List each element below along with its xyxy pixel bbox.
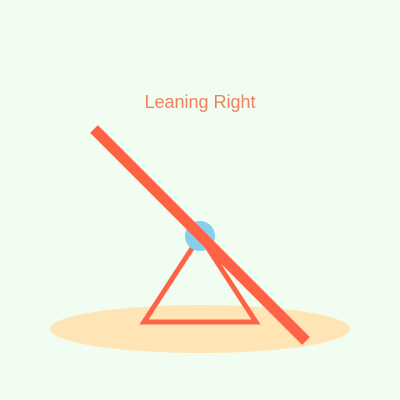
fulcrum-triangle <box>139 231 261 325</box>
seesaw-beam <box>90 125 310 345</box>
scene-caption: Leaning Right <box>144 92 255 112</box>
ground-shadow <box>50 305 350 353</box>
